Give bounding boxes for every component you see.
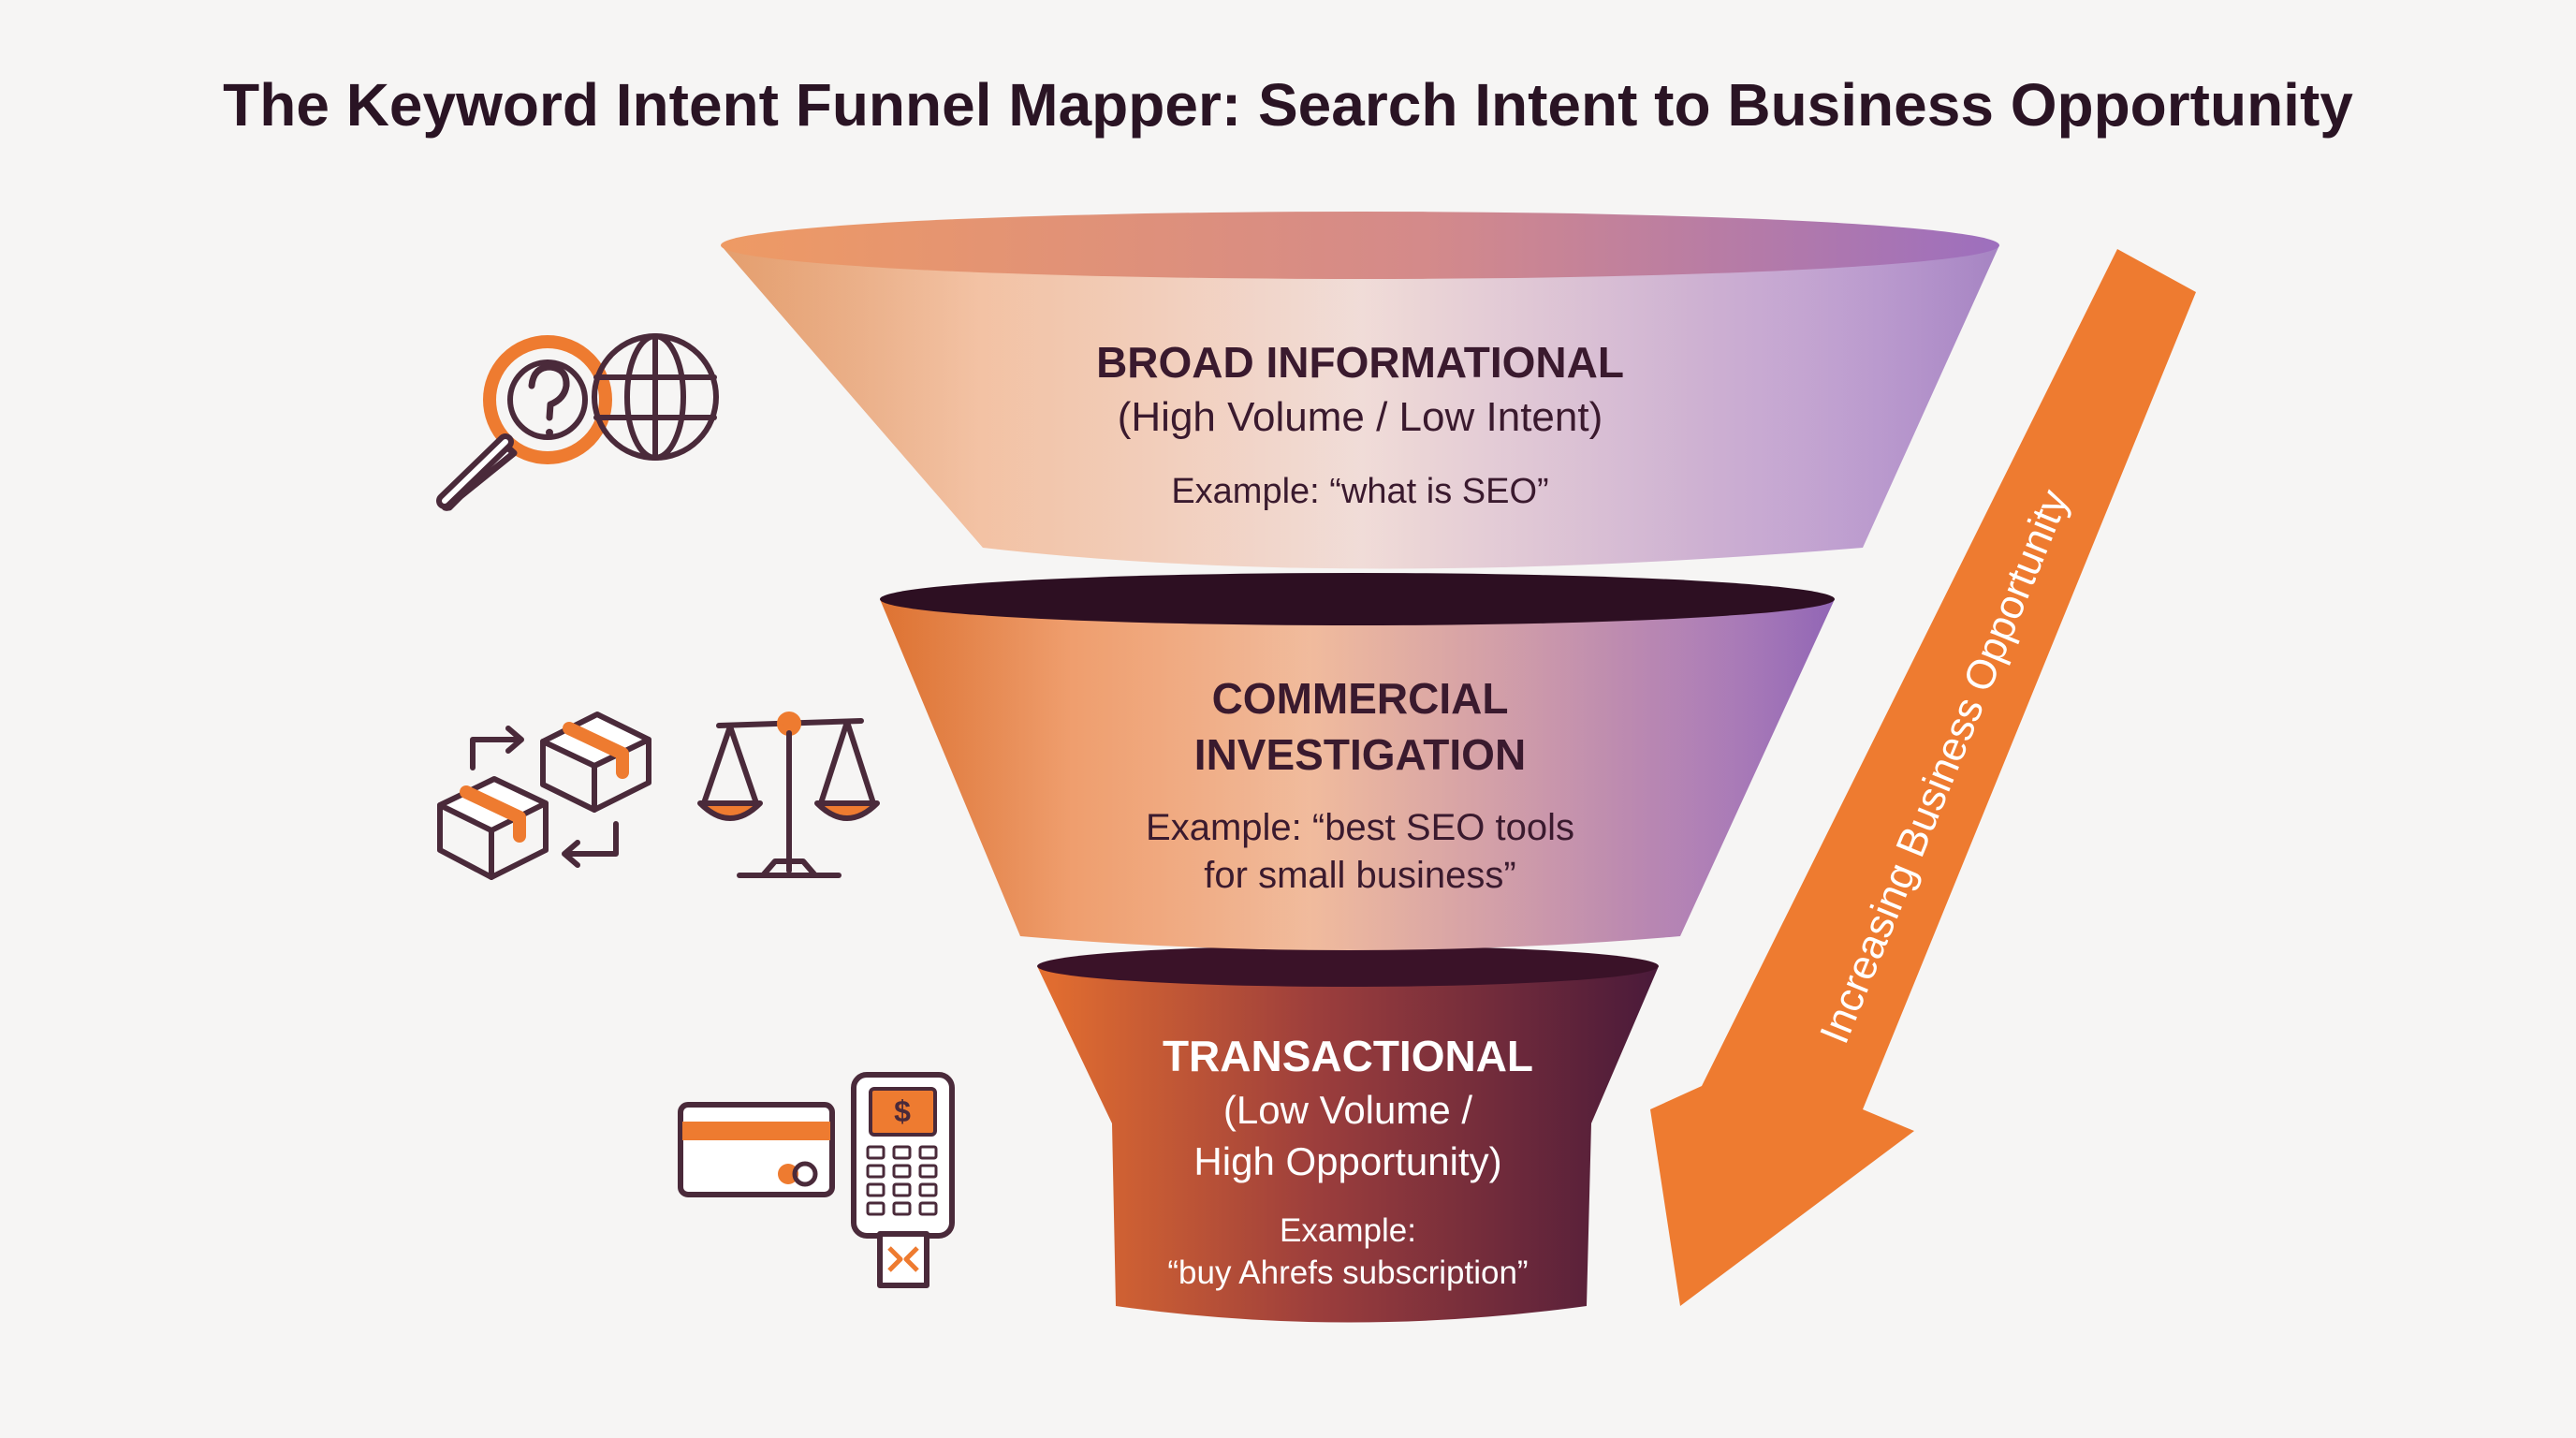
stage-heading: TRANSACTIONAL [1163, 1032, 1533, 1080]
funnel-stage-informational [721, 212, 1999, 569]
stage-heading: INVESTIGATION [1194, 730, 1526, 779]
page-title: The Keyword Intent Funnel Mapper: Search… [223, 71, 2353, 139]
funnel-stage-commercial [880, 573, 1835, 950]
stage-example: “buy Ahrefs subscription” [1167, 1255, 1528, 1291]
svg-text:$: $ [894, 1094, 911, 1128]
globe-icon [592, 333, 719, 461]
stage-heading: COMMERCIAL [1212, 674, 1509, 723]
stage-example: Example: [1280, 1212, 1416, 1249]
arrow-label: Increasing Business Opportunity [1811, 483, 2078, 1049]
balance-scale-icon [697, 712, 880, 878]
credit-card-icon [678, 1102, 835, 1197]
funnel-stage-transactional [1037, 946, 1659, 1323]
box-exchange-icon [437, 712, 651, 880]
stage-heading: BROAD INFORMATIONAL [1096, 338, 1624, 387]
stage-subheading: High Opportunity) [1193, 1139, 1501, 1183]
magnifying-glass-question-icon [436, 335, 612, 511]
stage-example: for small business” [1204, 855, 1515, 896]
stage-example: Example: “best SEO tools [1146, 807, 1574, 848]
payment-terminal-icon: $ [851, 1072, 955, 1288]
stage-subheading: (Low Volume / [1223, 1088, 1472, 1132]
stage-example: Example: “what is SEO” [1171, 472, 1548, 511]
stage-subheading: (High Volume / Low Intent) [1118, 394, 1603, 440]
